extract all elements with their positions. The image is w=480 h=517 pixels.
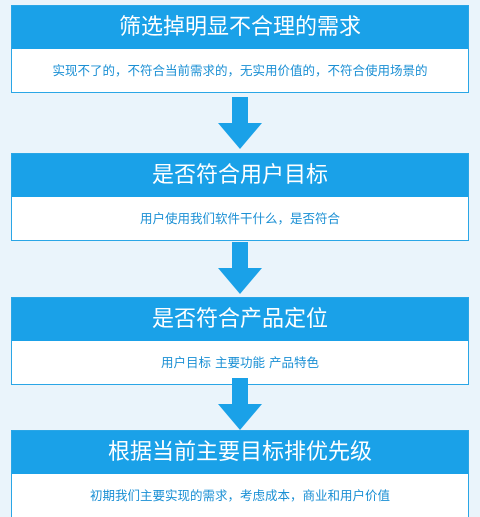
down-arrow-icon-2 (218, 242, 262, 294)
down-arrow-icon-1 (218, 97, 262, 149)
step-4-title: 根据当前主要目标排优先级 (12, 431, 468, 474)
step-3-title: 是否符合产品定位 (12, 298, 468, 341)
step-3-box: 是否符合产品定位 用户目标 主要功能 产品特色 (11, 297, 469, 385)
step-2-description: 用户使用我们软件干什么，是否符合 (139, 211, 340, 226)
step-1-box: 筛选掉明显不合理的需求 实现不了的，不符合当前需求的，无实用价值的，不符合使用场… (11, 5, 469, 93)
step-2-box: 是否符合用户目标 用户使用我们软件干什么，是否符合 (11, 153, 469, 241)
step-1-title: 筛选掉明显不合理的需求 (12, 6, 468, 49)
step-3-description: 用户目标 主要功能 产品特色 (161, 355, 319, 370)
step-1-description: 实现不了的，不符合当前需求的，无实用价值的，不符合使用场景的 (52, 63, 428, 78)
step-4-box: 根据当前主要目标排优先级 初期我们主要实现的需求，考虑成本，商业和用户价值 (11, 430, 469, 517)
step-4-description: 初期我们主要实现的需求，考虑成本，商业和用户价值 (89, 488, 390, 503)
down-arrow-icon-3 (218, 378, 262, 430)
step-2-title: 是否符合用户目标 (12, 154, 468, 197)
